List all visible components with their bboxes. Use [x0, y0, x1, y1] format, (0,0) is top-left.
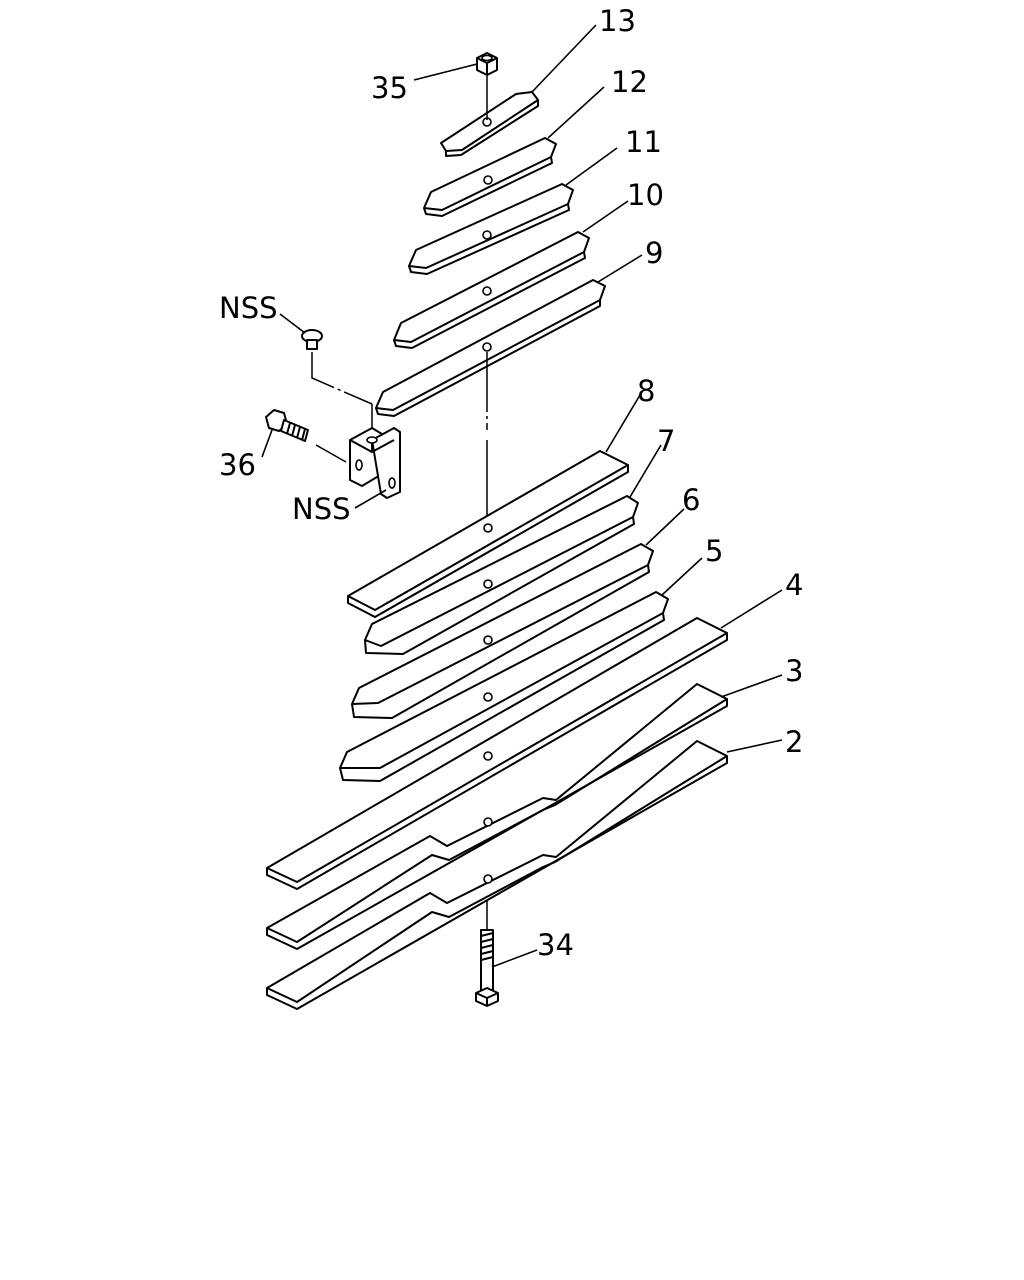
callout-3: 3 — [785, 654, 803, 688]
callout-36: 36 — [219, 448, 256, 482]
callout-7: 7 — [657, 424, 675, 458]
spring-leaf-10 — [393, 231, 590, 349]
callout-5: 5 — [705, 534, 723, 568]
callout-10: 10 — [627, 178, 664, 212]
nut-part-35 — [476, 52, 498, 76]
callout-nss-rivet: NSS — [219, 291, 278, 325]
spring-leaf-2 — [266, 740, 728, 1010]
spring-leaf-4 — [266, 617, 728, 890]
spring-leaf-12 — [423, 137, 557, 217]
callout-6: 6 — [682, 483, 700, 517]
leader-lines — [261, 24, 783, 968]
spring-leaf-7 — [364, 495, 639, 655]
center-bolt-part-34 — [475, 929, 499, 1007]
spring-leaf-11 — [408, 183, 574, 275]
spring-leaf-8 — [347, 450, 629, 618]
callout-2: 2 — [785, 725, 803, 759]
callout-4: 4 — [785, 568, 803, 602]
callout-9: 9 — [645, 236, 663, 270]
clip-bolt-part-36 — [265, 409, 347, 463]
spring-leaf-3 — [266, 683, 728, 950]
callout-35: 35 — [371, 71, 408, 105]
callout-12: 12 — [611, 65, 648, 99]
rebound-clip-nss — [349, 427, 401, 499]
callout-13: 13 — [599, 4, 636, 38]
spring-leaf-13 — [440, 91, 539, 157]
callout-8: 8 — [637, 374, 655, 408]
callout-11: 11 — [625, 125, 662, 159]
callout-34: 34 — [537, 928, 574, 962]
callout-nss-clip: NSS — [292, 492, 351, 526]
rivet-nss — [301, 329, 373, 438]
spring-leaf-5 — [339, 591, 669, 782]
spring-leaf-9 — [375, 279, 606, 417]
spring-leaf-6 — [351, 543, 654, 719]
